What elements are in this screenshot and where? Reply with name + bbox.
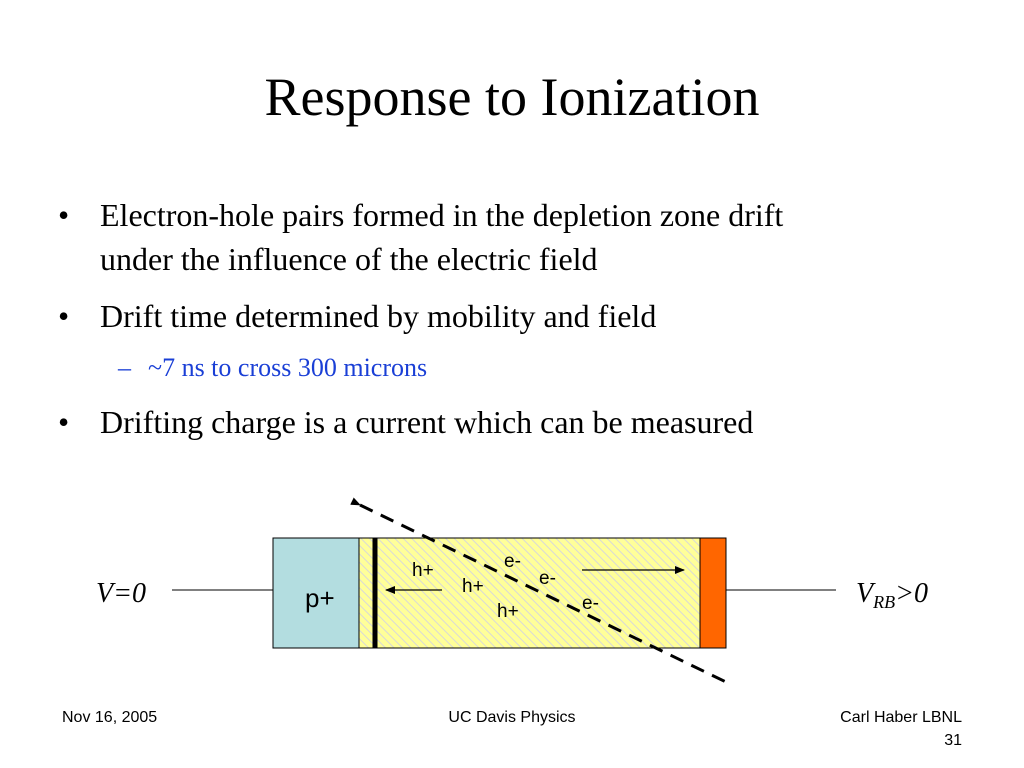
p-region-label: p+ — [305, 583, 335, 613]
electron-label: e- — [504, 551, 521, 572]
bullet-text-line: Drift time determined by mobility and fi… — [100, 298, 657, 334]
bullet-mark: • — [58, 404, 70, 440]
n-contact — [699, 537, 727, 649]
bullet-text-line: under the influence of the electric fiel… — [100, 241, 598, 277]
right-voltage-tail: >0 — [895, 578, 928, 609]
hole-label: h+ — [497, 601, 519, 622]
depletion-zone — [358, 537, 701, 649]
left-voltage-label: V=0 — [96, 578, 146, 609]
right-voltage-main: V — [856, 578, 876, 609]
hole-label: h+ — [462, 576, 484, 597]
footer-author: Carl Haber LBNL — [840, 709, 962, 726]
right-voltage-subscript: RB — [872, 592, 895, 612]
sub-bullet-mark: – — [118, 353, 131, 382]
hole-label: h+ — [412, 560, 434, 581]
electron-label: e- — [539, 568, 556, 589]
bullet-text-line: Electron-hole pairs formed in the deplet… — [100, 197, 784, 233]
electron-label: e- — [582, 593, 599, 614]
bullet-text-line: Drifting charge is a current which can b… — [100, 404, 754, 440]
slide-title: Response to Ionization — [264, 67, 760, 127]
footer-date: Nov 16, 2005 — [62, 709, 158, 726]
footer-center: UC Davis Physics — [448, 709, 576, 726]
sub-bullet-text: ~7 ns to cross 300 microns — [148, 353, 428, 382]
slide-number: 31 — [944, 732, 962, 749]
bullet-mark: • — [58, 298, 70, 334]
p-region — [272, 537, 360, 649]
right-voltage-label: VRB>0 — [856, 578, 928, 612]
bullet-mark: • — [58, 197, 70, 233]
